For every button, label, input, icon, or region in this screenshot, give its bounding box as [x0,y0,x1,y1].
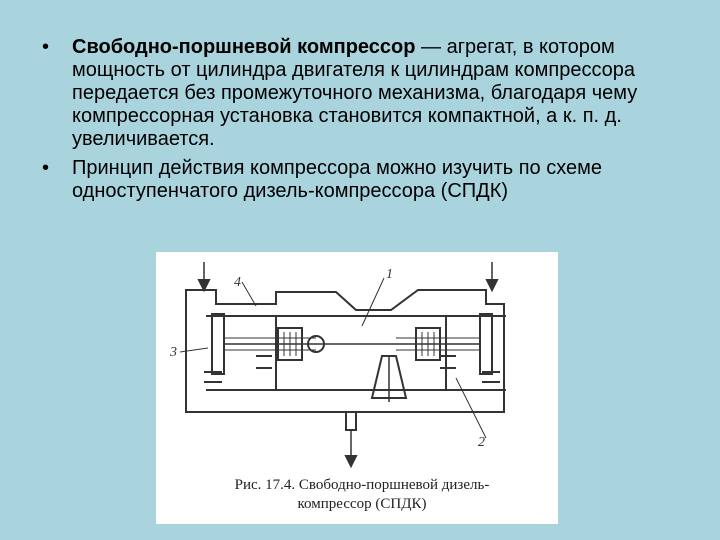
bullet-marker: • [42,36,50,58]
left-inlet-arrow-icon [197,279,211,293]
bullet-marker: • [42,157,50,179]
bullet-list: • Свободно-поршневой компрессор — агрега… [40,36,700,209]
label-4: 4 [234,275,241,290]
left-diesel-piston [277,327,303,361]
label-2: 2 [478,435,485,450]
figure-caption: Рис. 17.4. Свободно-поршневой дизель- ко… [172,476,552,514]
principle-text: Принцип действия компрессора можно изучи… [72,157,602,202]
caption-line-1: Рис. 17.4. Свободно-поршневой дизель- [234,477,490,493]
label-1: 1 [386,267,393,282]
caption-line-2: компрессор (СПДК) [297,496,427,512]
compressor-schematic: 4 1 3 2 [169,262,506,469]
combustion-mark [307,335,325,353]
figure-spdk-diagram: 4 1 3 2 Рис. 17.4. Свободно-поршневой ди… [156,252,558,524]
term-free-piston-compressor: Свободно-поршневой компрессор [72,36,416,58]
outlet-pipe [345,412,357,431]
right-inlet-arrow-icon [485,279,499,293]
definition-text: — агрегат, в котором мощность от цилиндр… [72,36,638,150]
cylinder-walls [206,315,506,391]
bullet-item-principle: • Принцип действия компрессора можно изу… [40,157,700,203]
right-diesel-piston [415,327,441,361]
right-compressor-piston [479,313,493,375]
outer-casing [185,289,505,413]
left-compressor-piston [211,313,225,375]
cylinder-partitions [275,316,447,390]
label-3: 3 [169,345,177,360]
bullet-item-definition: • Свободно-поршневой компрессор — агрега… [40,36,700,151]
outlet-arrow-icon [344,455,358,469]
rod-lines [224,337,480,351]
injector-body [370,355,408,399]
